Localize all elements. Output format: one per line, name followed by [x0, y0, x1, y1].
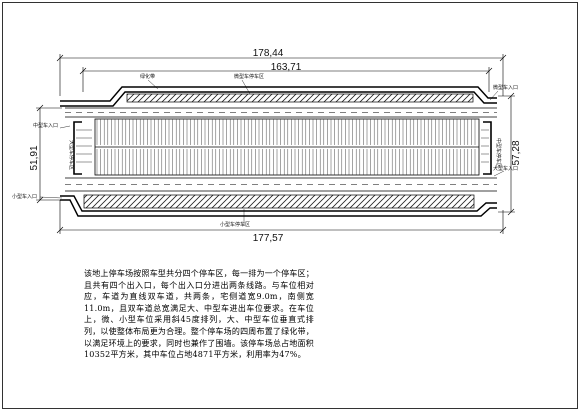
label-micro-entrance: 微型车入口 — [493, 84, 518, 91]
label-micro-parking-top: 微型车停车区 — [234, 73, 264, 80]
parking-left-end — [73, 121, 82, 175]
parking-block-center — [94, 118, 480, 176]
label-mid-parking-right: 中型车停车区 — [495, 138, 502, 168]
design-description: 该地上停车场按照车型共分四个停车区，每一排为一个停车区；且共有四个出入口，每个出… — [84, 269, 314, 360]
lane-lower — [65, 177, 497, 192]
dim-left — [36, 104, 62, 204]
parking-strip-bottom — [83, 194, 475, 209]
label-small-entrance: 小型车入口 — [12, 193, 37, 200]
dim-overall-top-label: 178,44 — [253, 48, 284, 59]
dim-right-label: 57,28 — [511, 140, 522, 165]
lane-upper — [65, 107, 497, 118]
label-large-entrance: 大型车入口 — [493, 165, 518, 172]
parking-strip-top — [126, 93, 474, 103]
dim-right — [498, 92, 515, 216]
label-leaders — [39, 79, 505, 226]
site-boundary — [60, 86, 497, 217]
dim-inner-top-label: 163,71 — [271, 62, 302, 73]
dim-bottom — [56, 200, 507, 234]
dim-inner-top — [79, 67, 493, 92]
dim-overall-top — [56, 54, 507, 96]
label-mid-entrance: 中型车入口 — [33, 122, 58, 129]
label-green-belt: 绿化带 — [140, 73, 155, 80]
label-large-parking-left: 大型车停车区 — [68, 140, 75, 170]
dim-bottom-label: 177,57 — [253, 233, 284, 244]
parking-right-end — [483, 121, 492, 175]
label-small-parking: 小型车停车区 — [220, 221, 250, 228]
parking-left-stalls — [76, 129, 92, 163]
parking-right-stalls — [481, 129, 489, 163]
dim-left-label: 51,91 — [29, 145, 40, 170]
